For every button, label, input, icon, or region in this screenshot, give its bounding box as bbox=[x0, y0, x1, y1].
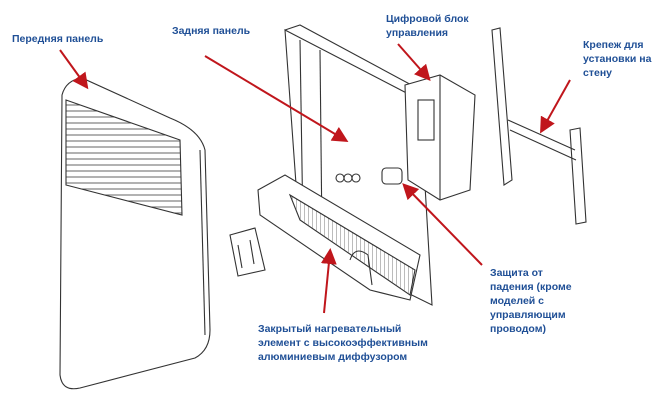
front-panel-part bbox=[59, 77, 211, 390]
label-wall-mount: Крепеж для установки на стену bbox=[583, 39, 652, 79]
label-heating-element: Закрытый нагревательный элемент с высоко… bbox=[258, 323, 428, 363]
label-control-unit: Цифровой блок управления bbox=[386, 13, 469, 39]
label-fall-protection: Защита от падения (кроме моделей с управ… bbox=[490, 267, 572, 335]
arrow-control-unit bbox=[397, 43, 431, 81]
control-unit-part bbox=[404, 74, 476, 201]
arrow-heating-element bbox=[320, 248, 337, 314]
clip-part bbox=[229, 227, 266, 277]
heating-element-part bbox=[257, 174, 421, 301]
label-back-panel: Задняя панель bbox=[172, 25, 251, 37]
arrow-front-panel bbox=[59, 49, 89, 90]
arrow-wall-mount bbox=[540, 79, 571, 134]
label-front-panel: Передняя панель bbox=[12, 33, 104, 45]
arrow-back-panel bbox=[204, 55, 349, 143]
wall-bracket-part bbox=[491, 27, 587, 225]
arrow-fall-protection bbox=[402, 183, 483, 266]
